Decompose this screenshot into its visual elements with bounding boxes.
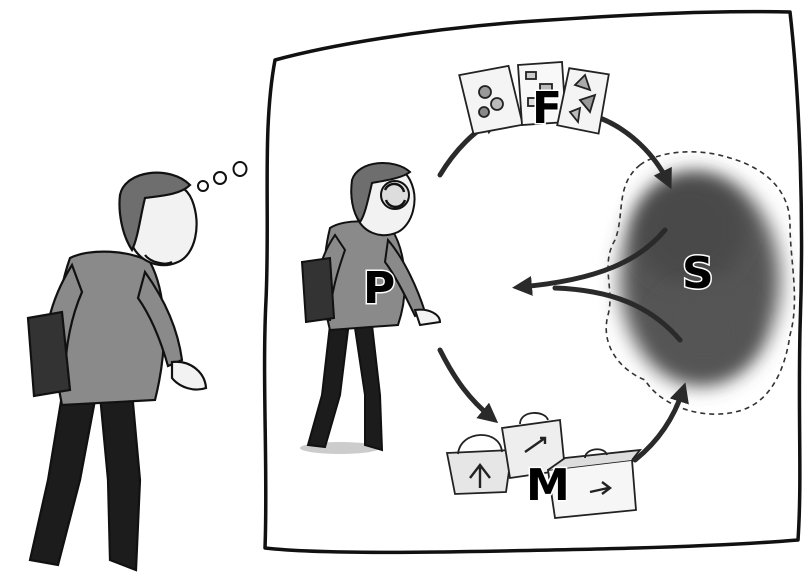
arrow-m-to-s (632, 382, 689, 463)
arrow-p-to-m (437, 347, 499, 424)
label-f: F (532, 83, 562, 134)
s-cloud (620, 175, 780, 385)
label-s: S (682, 248, 714, 299)
arrow-s-to-p-upper (512, 227, 668, 296)
thought-bubble-frame (262, 9, 804, 555)
baskets-and-boxes (445, 412, 643, 519)
sketch-papers (458, 61, 610, 135)
label-p: P (363, 263, 395, 314)
label-m: M (526, 460, 570, 511)
arrow-s-to-p-lower (552, 285, 683, 343)
arrow-f-to-s (597, 115, 672, 190)
thought-dots (197, 161, 248, 192)
large-person-figure (26, 171, 208, 572)
small-person-figure (300, 161, 442, 454)
cycle-arrows (437, 115, 689, 463)
